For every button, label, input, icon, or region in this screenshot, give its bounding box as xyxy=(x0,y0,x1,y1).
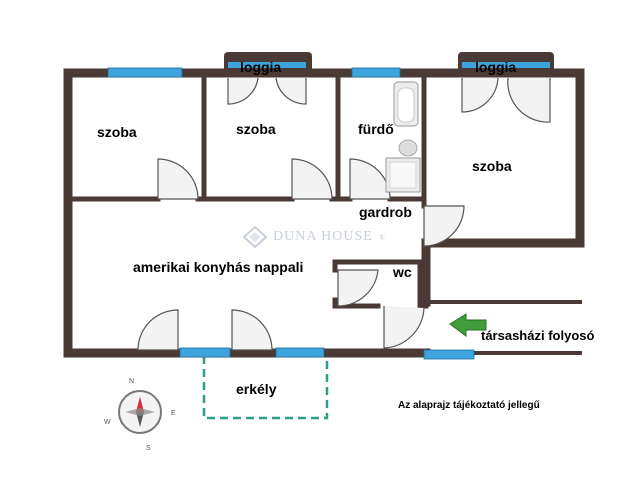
disclaimer-text: Az alaprajz tájékoztató jellegű xyxy=(398,400,540,411)
compass-s: S xyxy=(146,445,151,452)
label-nappali: amerikai konyhás nappali xyxy=(133,259,304,275)
interior-walls xyxy=(67,70,429,309)
toilet-icon xyxy=(398,139,418,157)
loggia-left xyxy=(224,52,312,76)
label-folyoso: társasházi folyosó xyxy=(481,328,595,343)
arrow-left-icon xyxy=(449,313,487,337)
compass-icon: N E S W xyxy=(104,378,176,452)
watermark-mark: ® xyxy=(378,232,386,242)
label-szoba-1: szoba xyxy=(97,124,137,140)
label-loggia-left: loggia xyxy=(240,59,282,75)
shower-icon xyxy=(385,157,421,193)
compass-n: N xyxy=(129,378,134,385)
watermark-text: DUNA HOUSE xyxy=(273,229,373,244)
duna-house-logo-icon xyxy=(243,226,267,248)
bathtub-icon xyxy=(393,81,419,127)
label-szoba-2: szoba xyxy=(236,121,276,137)
loggia-right xyxy=(458,52,554,76)
label-gardrob: gardrob xyxy=(359,204,412,220)
walls xyxy=(63,68,585,358)
label-wc: wc xyxy=(393,264,412,280)
compass-e: E xyxy=(171,410,176,417)
duna-house-watermark: DUNA HOUSE ® xyxy=(243,226,386,248)
label-furdo: fürdő xyxy=(358,121,394,137)
label-szoba-3: szoba xyxy=(472,158,512,174)
compass-w: W xyxy=(104,419,111,426)
balcony-outline xyxy=(202,356,329,420)
label-erkely: erkély xyxy=(236,381,277,397)
door-swing-icon xyxy=(137,77,551,351)
label-loggia-right: loggia xyxy=(475,59,517,75)
